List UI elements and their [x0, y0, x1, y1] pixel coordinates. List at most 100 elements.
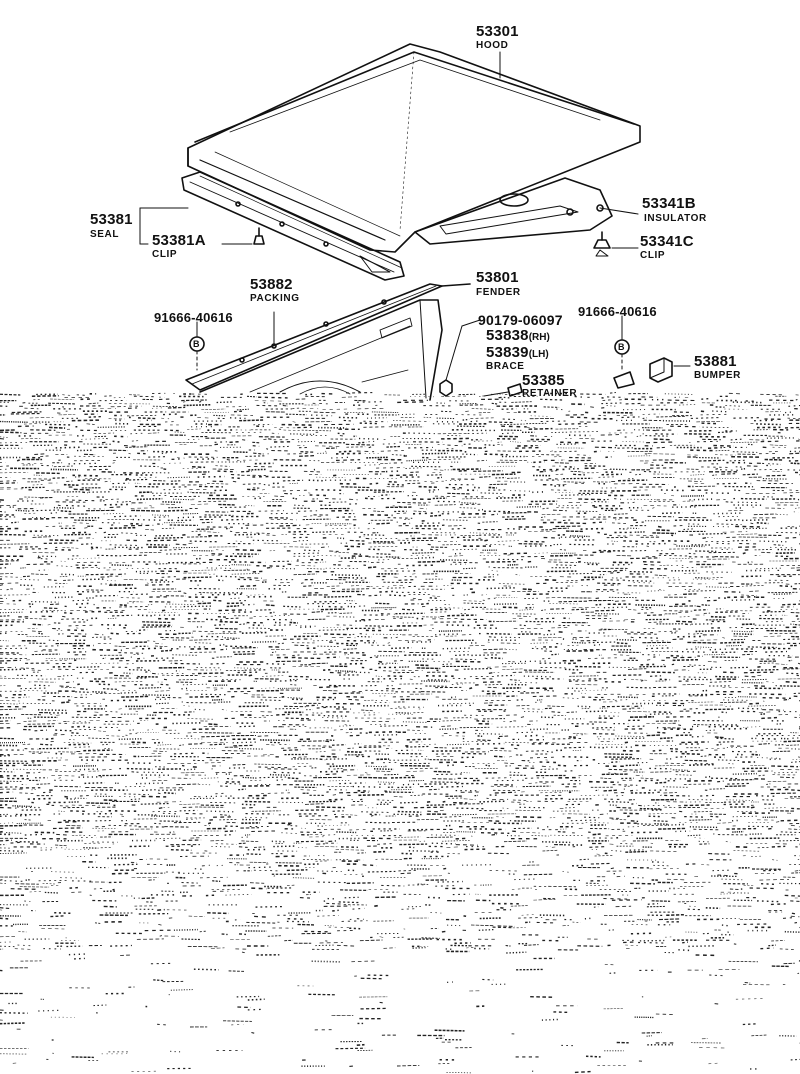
noise-streak	[136, 497, 163, 501]
noise-streak	[405, 467, 422, 469]
noise-streak	[0, 582, 19, 584]
noise-streak	[379, 783, 395, 785]
noise-streak	[344, 873, 365, 875]
noise-streak	[562, 697, 580, 699]
noise-streak	[720, 641, 745, 644]
noise-streak	[15, 883, 39, 885]
noise-streak	[48, 650, 56, 652]
noise-streak	[232, 552, 236, 555]
noise-streak	[717, 874, 729, 877]
noise-streak	[456, 807, 487, 810]
noise-streak	[541, 841, 571, 844]
noise-streak	[584, 917, 593, 920]
noise-streak	[287, 563, 294, 566]
noise-streak	[349, 829, 367, 831]
noise-streak	[482, 978, 494, 981]
noise-streak	[123, 445, 136, 447]
noise-streak	[339, 725, 354, 727]
noise-streak	[158, 398, 170, 401]
noise-streak	[741, 467, 747, 470]
noise-streak	[584, 562, 601, 564]
noise-streak	[446, 743, 470, 746]
noise-streak	[64, 848, 90, 850]
noise-streak	[700, 755, 709, 757]
noise-streak	[215, 549, 224, 551]
noise-streak	[30, 429, 56, 431]
noise-streak	[247, 1008, 265, 1011]
noise-streak	[54, 785, 81, 788]
noise-streak	[701, 397, 710, 400]
noise-streak	[416, 667, 441, 670]
noise-streak	[625, 402, 644, 405]
noise-streak	[772, 665, 777, 668]
noise-streak	[729, 888, 740, 890]
noise-streak	[316, 698, 335, 701]
insulator-label: INSULATOR	[644, 213, 707, 224]
noise-streak	[130, 507, 157, 509]
noise-streak	[311, 662, 328, 665]
brace-lh-part: 53839	[486, 344, 529, 361]
noise-streak	[294, 504, 304, 507]
noise-streak	[53, 465, 73, 468]
noise-streak	[292, 407, 300, 410]
noise-streak	[162, 501, 183, 504]
noise-streak	[339, 612, 353, 614]
noise-streak	[766, 681, 774, 683]
noise-streak	[386, 445, 401, 448]
noise-streak	[684, 815, 704, 818]
noise-streak	[427, 810, 438, 813]
noise-streak	[427, 543, 432, 546]
noise-streak	[611, 522, 628, 524]
noise-streak	[524, 777, 545, 779]
noise-streak	[520, 716, 525, 718]
noise-streak	[101, 623, 128, 627]
noise-streak	[512, 830, 518, 833]
noise-streak	[210, 801, 236, 804]
noise-streak	[300, 789, 317, 791]
noise-streak	[571, 671, 586, 674]
noise-streak	[229, 687, 256, 690]
noise-streak	[470, 420, 481, 423]
noise-streak	[0, 703, 18, 705]
noise-streak	[690, 474, 705, 476]
noise-streak	[172, 498, 193, 501]
noise-streak	[29, 891, 43, 893]
noise-streak	[315, 751, 328, 753]
noise-streak	[244, 800, 271, 803]
noise-streak	[17, 944, 31, 947]
noise-streak	[707, 446, 722, 450]
noise-streak	[62, 615, 66, 618]
noise-streak	[771, 940, 785, 942]
noise-streak	[684, 804, 710, 807]
noise-streak	[612, 563, 630, 566]
noise-streak	[271, 651, 277, 654]
noise-streak	[308, 479, 325, 482]
noise-streak	[158, 789, 186, 792]
noise-streak	[574, 1070, 591, 1074]
noise-streak	[535, 646, 541, 648]
noise-streak	[92, 648, 122, 652]
noise-streak	[610, 492, 617, 494]
noise-streak	[72, 531, 87, 534]
noise-streak	[693, 608, 708, 611]
noise-streak	[341, 486, 370, 489]
noise-streak	[229, 417, 246, 420]
noise-streak	[797, 972, 800, 975]
noise-streak	[675, 774, 692, 776]
noise-streak	[290, 684, 297, 686]
noise-streak	[471, 835, 474, 838]
noise-streak	[503, 710, 508, 712]
noise-streak	[190, 503, 211, 505]
noise-streak	[247, 998, 265, 1001]
noise-streak	[636, 435, 642, 437]
noise-streak	[432, 595, 442, 597]
noise-streak	[212, 468, 236, 470]
noise-streak	[31, 788, 37, 791]
noise-streak	[311, 611, 323, 613]
noise-streak	[464, 848, 487, 851]
noise-streak	[20, 578, 40, 581]
noise-streak	[638, 779, 660, 782]
noise-streak	[322, 408, 348, 410]
noise-streak	[223, 884, 247, 887]
noise-streak	[453, 488, 462, 490]
